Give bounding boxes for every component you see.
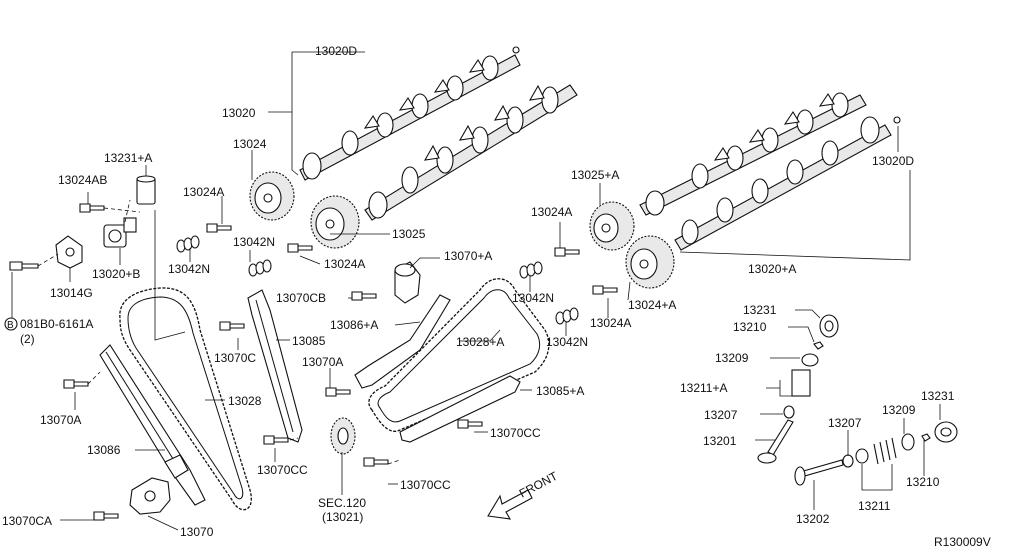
label-13085A: 13085+A xyxy=(536,384,584,398)
label-13070CC-b: 13070CC xyxy=(257,463,308,477)
label-13024A-left: 13024A xyxy=(183,185,224,199)
sprocket-13024A-right xyxy=(625,235,675,289)
label-13024AB: 13024AB xyxy=(58,173,107,187)
label-13020: 13020 xyxy=(222,106,256,120)
o-rings xyxy=(176,235,579,325)
camshaft-13020-lower xyxy=(364,84,578,221)
label-13070: 13070 xyxy=(180,525,214,539)
label-13070CC-a: 13070CC xyxy=(490,426,541,440)
label-13211: 13211 xyxy=(858,499,891,513)
tensioner-13070A xyxy=(394,261,421,304)
label-13014G: 13014G xyxy=(50,286,93,300)
label-13209: 13209 xyxy=(715,351,749,365)
valve-13201 xyxy=(757,419,794,464)
shim-13210-b xyxy=(921,433,931,442)
plug-13231A xyxy=(136,175,156,205)
camshaft-13020D-upper xyxy=(299,46,521,181)
seal-13207 xyxy=(783,405,795,419)
label-13070CB: 13070CB xyxy=(276,291,326,305)
label-13085: 13085 xyxy=(292,334,326,348)
label-13024AA: 13024+A xyxy=(628,298,676,312)
retainer-13209-b xyxy=(901,433,915,451)
tensioner-13070 xyxy=(129,454,189,515)
label-13025: 13025 xyxy=(392,227,426,241)
label-13020B: 13020+B xyxy=(92,267,140,281)
label-13028: 13028 xyxy=(228,394,262,408)
lifter-13231 xyxy=(819,314,839,338)
label-13086A: 13086+A xyxy=(330,318,378,332)
label-13024A-mid: 13024A xyxy=(324,257,365,271)
label-13024A-right: 13024A xyxy=(531,205,572,219)
label-13042N-a: 13042N xyxy=(233,235,275,249)
label-13231A: 13231+A xyxy=(104,151,152,165)
label-13210-b: 13210 xyxy=(906,475,940,489)
label-13210: 13210 xyxy=(733,320,767,334)
solenoid-13020B xyxy=(103,217,137,248)
reference-code: R130009V xyxy=(934,535,991,549)
chain-guide-13086A xyxy=(354,294,451,389)
spring-13211A xyxy=(791,369,811,397)
label-13020D-right: 13020D xyxy=(872,154,914,168)
label-13025A: 13025+A xyxy=(571,168,619,182)
label-13020A: 13020+A xyxy=(748,262,796,276)
crank-sprocket xyxy=(330,417,356,455)
valve-13202 xyxy=(794,459,844,486)
label-sec120: SEC.120 xyxy=(318,496,366,510)
sprocket-13025 xyxy=(310,195,360,249)
label-13024: 13024 xyxy=(233,137,267,151)
label-13028A: 13028+A xyxy=(456,335,504,349)
timing-chain-13028 xyxy=(119,287,252,511)
leader-lines xyxy=(11,51,941,531)
tensioner-arm-13085 xyxy=(247,289,303,443)
lifter-13231-b xyxy=(934,421,958,443)
label-13086: 13086 xyxy=(87,443,121,457)
seal-13207-b xyxy=(842,454,854,468)
label-sec120-sub: (13021) xyxy=(322,510,363,524)
label-13042N-c: 13042N xyxy=(512,291,554,305)
shim-13210 xyxy=(813,341,824,350)
label-13070A-mid: 13070A xyxy=(302,355,343,369)
label-13070C: 13070C xyxy=(214,351,256,365)
label-13202: 13202 xyxy=(796,512,830,526)
label-13070A-top: 13070+A xyxy=(444,249,492,263)
label-13070CC-c: 13070CC xyxy=(400,478,451,492)
bolt-callout-circle xyxy=(4,317,18,331)
sprocket-13024 xyxy=(249,171,295,221)
part-labels: 13020D 13020 13024 13231+A 13024AB 13024… xyxy=(2,44,991,549)
label-13201: 13201 xyxy=(703,434,737,448)
spring-13211 xyxy=(855,437,897,465)
label-13020D-top: 13020D xyxy=(315,44,357,58)
label-front: FRONT xyxy=(517,469,561,501)
label-13209-b: 13209 xyxy=(882,403,916,417)
label-13070CA: 13070CA xyxy=(2,514,52,528)
label-13231: 13231 xyxy=(743,303,777,317)
label-13042N-d: 13042N xyxy=(546,335,588,349)
tensioner-arm-13085A xyxy=(399,375,521,443)
label-bolt-qty: (2) xyxy=(20,332,35,346)
bolt-callout-letter: B xyxy=(7,320,14,331)
front-arrow-icon xyxy=(487,489,533,520)
cover-13014G xyxy=(55,235,83,269)
label-13024A-right2: 13024A xyxy=(590,316,631,330)
sprocket-13025A xyxy=(589,201,635,251)
bolts xyxy=(9,203,618,521)
label-13207: 13207 xyxy=(704,408,738,422)
timing-chain-13028A xyxy=(368,278,550,432)
label-13207-b: 13207 xyxy=(828,416,862,430)
retainer-13209 xyxy=(801,353,819,367)
label-13231-b: 13231 xyxy=(921,389,955,403)
label-13042N-b: 13042N xyxy=(168,262,210,276)
label-bolt-081B0: 081B0-6161A xyxy=(20,317,93,331)
camshaft-13020A-right-lower xyxy=(674,116,901,251)
label-13070A-left: 13070A xyxy=(40,413,81,427)
label-13211A: 13211+A xyxy=(680,381,728,395)
camshaft-right-upper xyxy=(639,92,867,216)
